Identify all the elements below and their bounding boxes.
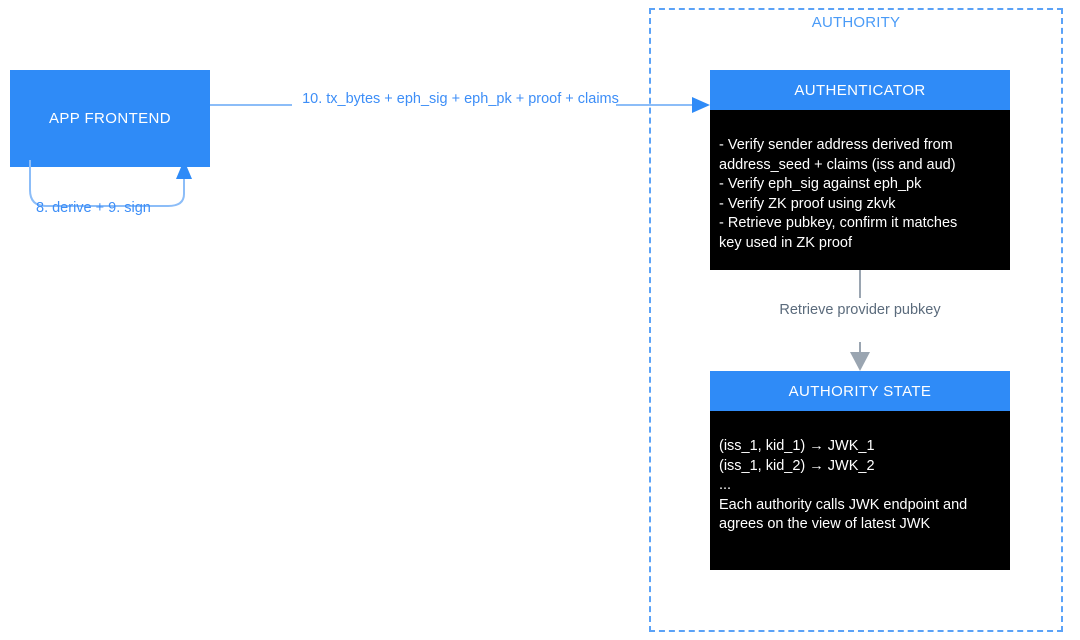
authority-state-line: ... <box>719 477 732 493</box>
node-authority-state-title: AUTHORITY STATE <box>788 382 932 400</box>
arrow-down-icon <box>850 352 870 371</box>
node-app-frontend[interactable]: APP FRONTEND <box>10 70 210 167</box>
authenticator-line: address_seed + claims (iss and aud) <box>719 156 956 173</box>
node-authority-state-header: AUTHORITY STATE <box>710 371 1010 411</box>
node-authenticator-title: AUTHENTICATOR <box>794 81 926 99</box>
node-authenticator-header: AUTHENTICATOR <box>710 70 1010 110</box>
node-app-frontend-label: APP FRONTEND <box>48 110 172 127</box>
authenticator-line: - Verify ZK proof using zkvk <box>719 195 896 212</box>
node-authenticator-body: - Verify sender address derived from add… <box>710 110 1010 270</box>
authenticator-line: key used in ZK proof <box>719 234 852 251</box>
connector-frontend-to-authenticator-label: 10. tx_bytes + eph_sig + eph_pk + proof … <box>302 91 619 107</box>
connector-frontend-to-authenticator <box>210 97 710 113</box>
connector-frontend-self-loop <box>29 160 192 207</box>
arrow-right-icon <box>692 97 710 113</box>
connector-frontend-self-loop-label: 8. derive + 9. sign <box>36 200 151 216</box>
authenticator-line: - Retrieve pubkey, confirm it matches <box>719 215 958 231</box>
connector-authenticator-to-state-label: Retrieve provider pubkey <box>779 302 941 318</box>
authority-state-line: (iss_1, kid_2) → JWK_2 <box>719 457 875 474</box>
authority-group-boundary <box>649 8 1063 632</box>
authority-state-line: Each authority calls JWK endpoint and <box>719 496 968 513</box>
authenticator-line: - Verify sender address derived from <box>719 137 953 153</box>
node-authority-state-body: (iss_1, kid_1) → JWK_1 (iss_1, kid_2) → … <box>710 411 1010 570</box>
authority-group-title: AUTHORITY <box>811 14 901 31</box>
arrow-up-icon <box>176 160 192 179</box>
authenticator-line: - Verify eph_sig against eph_pk <box>719 176 922 192</box>
authority-state-line: agrees on the view of latest JWK <box>719 516 931 532</box>
authority-state-line: (iss_1, kid_1) → JWK_1 <box>719 438 875 454</box>
node-authenticator[interactable]: AUTHENTICATOR - Verify sender address de… <box>710 70 1010 270</box>
node-authority-state[interactable]: AUTHORITY STATE (iss_1, kid_1) → JWK_1 (… <box>710 371 1010 570</box>
connector-frontend-self-loop-path <box>29 160 185 207</box>
connector-authenticator-to-state <box>850 270 870 371</box>
